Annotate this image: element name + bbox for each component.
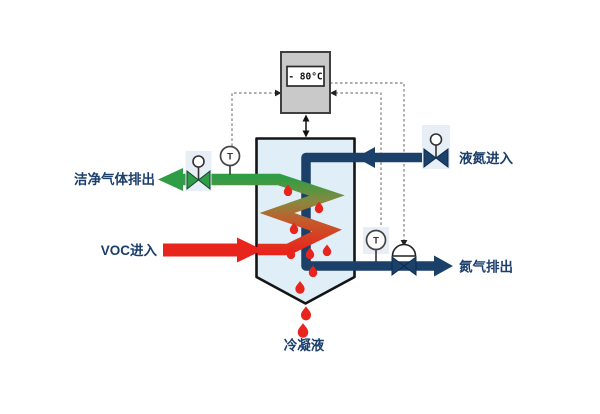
- controller-vessel-link-arrow: [302, 114, 310, 138]
- valve-handwheel-icon: [192, 155, 205, 168]
- label-liquid-nitrogen-in: 液氮进入: [459, 150, 513, 166]
- condensate-droplet: [300, 306, 312, 321]
- temp-sensor-symbol: T: [227, 152, 233, 163]
- temp-sensor-symbol: T: [373, 236, 379, 247]
- voc-inlet-arrow: [163, 237, 263, 263]
- temp-sensor-nitrogen-out: T: [363, 227, 389, 262]
- label-condensate: 冷凝液: [284, 337, 325, 353]
- clean-gas-valve: [185, 151, 212, 191]
- signal-arrowheads: [275, 89, 408, 247]
- valve-handwheel-icon: [429, 133, 443, 146]
- signal-arrow-into-controller-right: [330, 89, 337, 97]
- nitrogen-pipe: [301, 152, 449, 271]
- nitrogen-outlet-control-valve: [391, 243, 417, 276]
- signal-line-right-sensor-to-controller: [334, 92, 382, 230]
- temp-sensor-icon: [365, 229, 387, 251]
- nitrogen-outlet-arrowhead: [434, 255, 453, 277]
- label-clean-gas-out: 洁净气体排出: [74, 171, 155, 187]
- temp-sensor-icon: [219, 145, 241, 167]
- liquid-nitrogen-valve: [422, 125, 450, 169]
- signal-arrow-into-controller-left: [275, 89, 282, 97]
- valve-actuator-dome-icon: [391, 243, 417, 257]
- clean-gas-outlet-arrowhead: [158, 168, 183, 191]
- temp-sensor-clean-gas: T: [219, 145, 241, 175]
- label-voc-in: VOC进入: [101, 243, 158, 258]
- label-nitrogen-out: 氮气排出: [459, 259, 513, 275]
- nitrogen-piping: [301, 147, 453, 277]
- liquid-nitrogen-inlet-arrowhead: [356, 147, 375, 168]
- controller-display: [286, 65, 325, 87]
- control-signal-lines: [231, 82, 405, 241]
- temperature-controller: - 80°C: [280, 51, 331, 114]
- heat-exchange-coil: [180, 173, 345, 256]
- controller-setpoint-value: - 80°C: [288, 72, 323, 83]
- condensate-droplet: [297, 323, 309, 338]
- signal-arrow-into-control-valve: [400, 240, 408, 247]
